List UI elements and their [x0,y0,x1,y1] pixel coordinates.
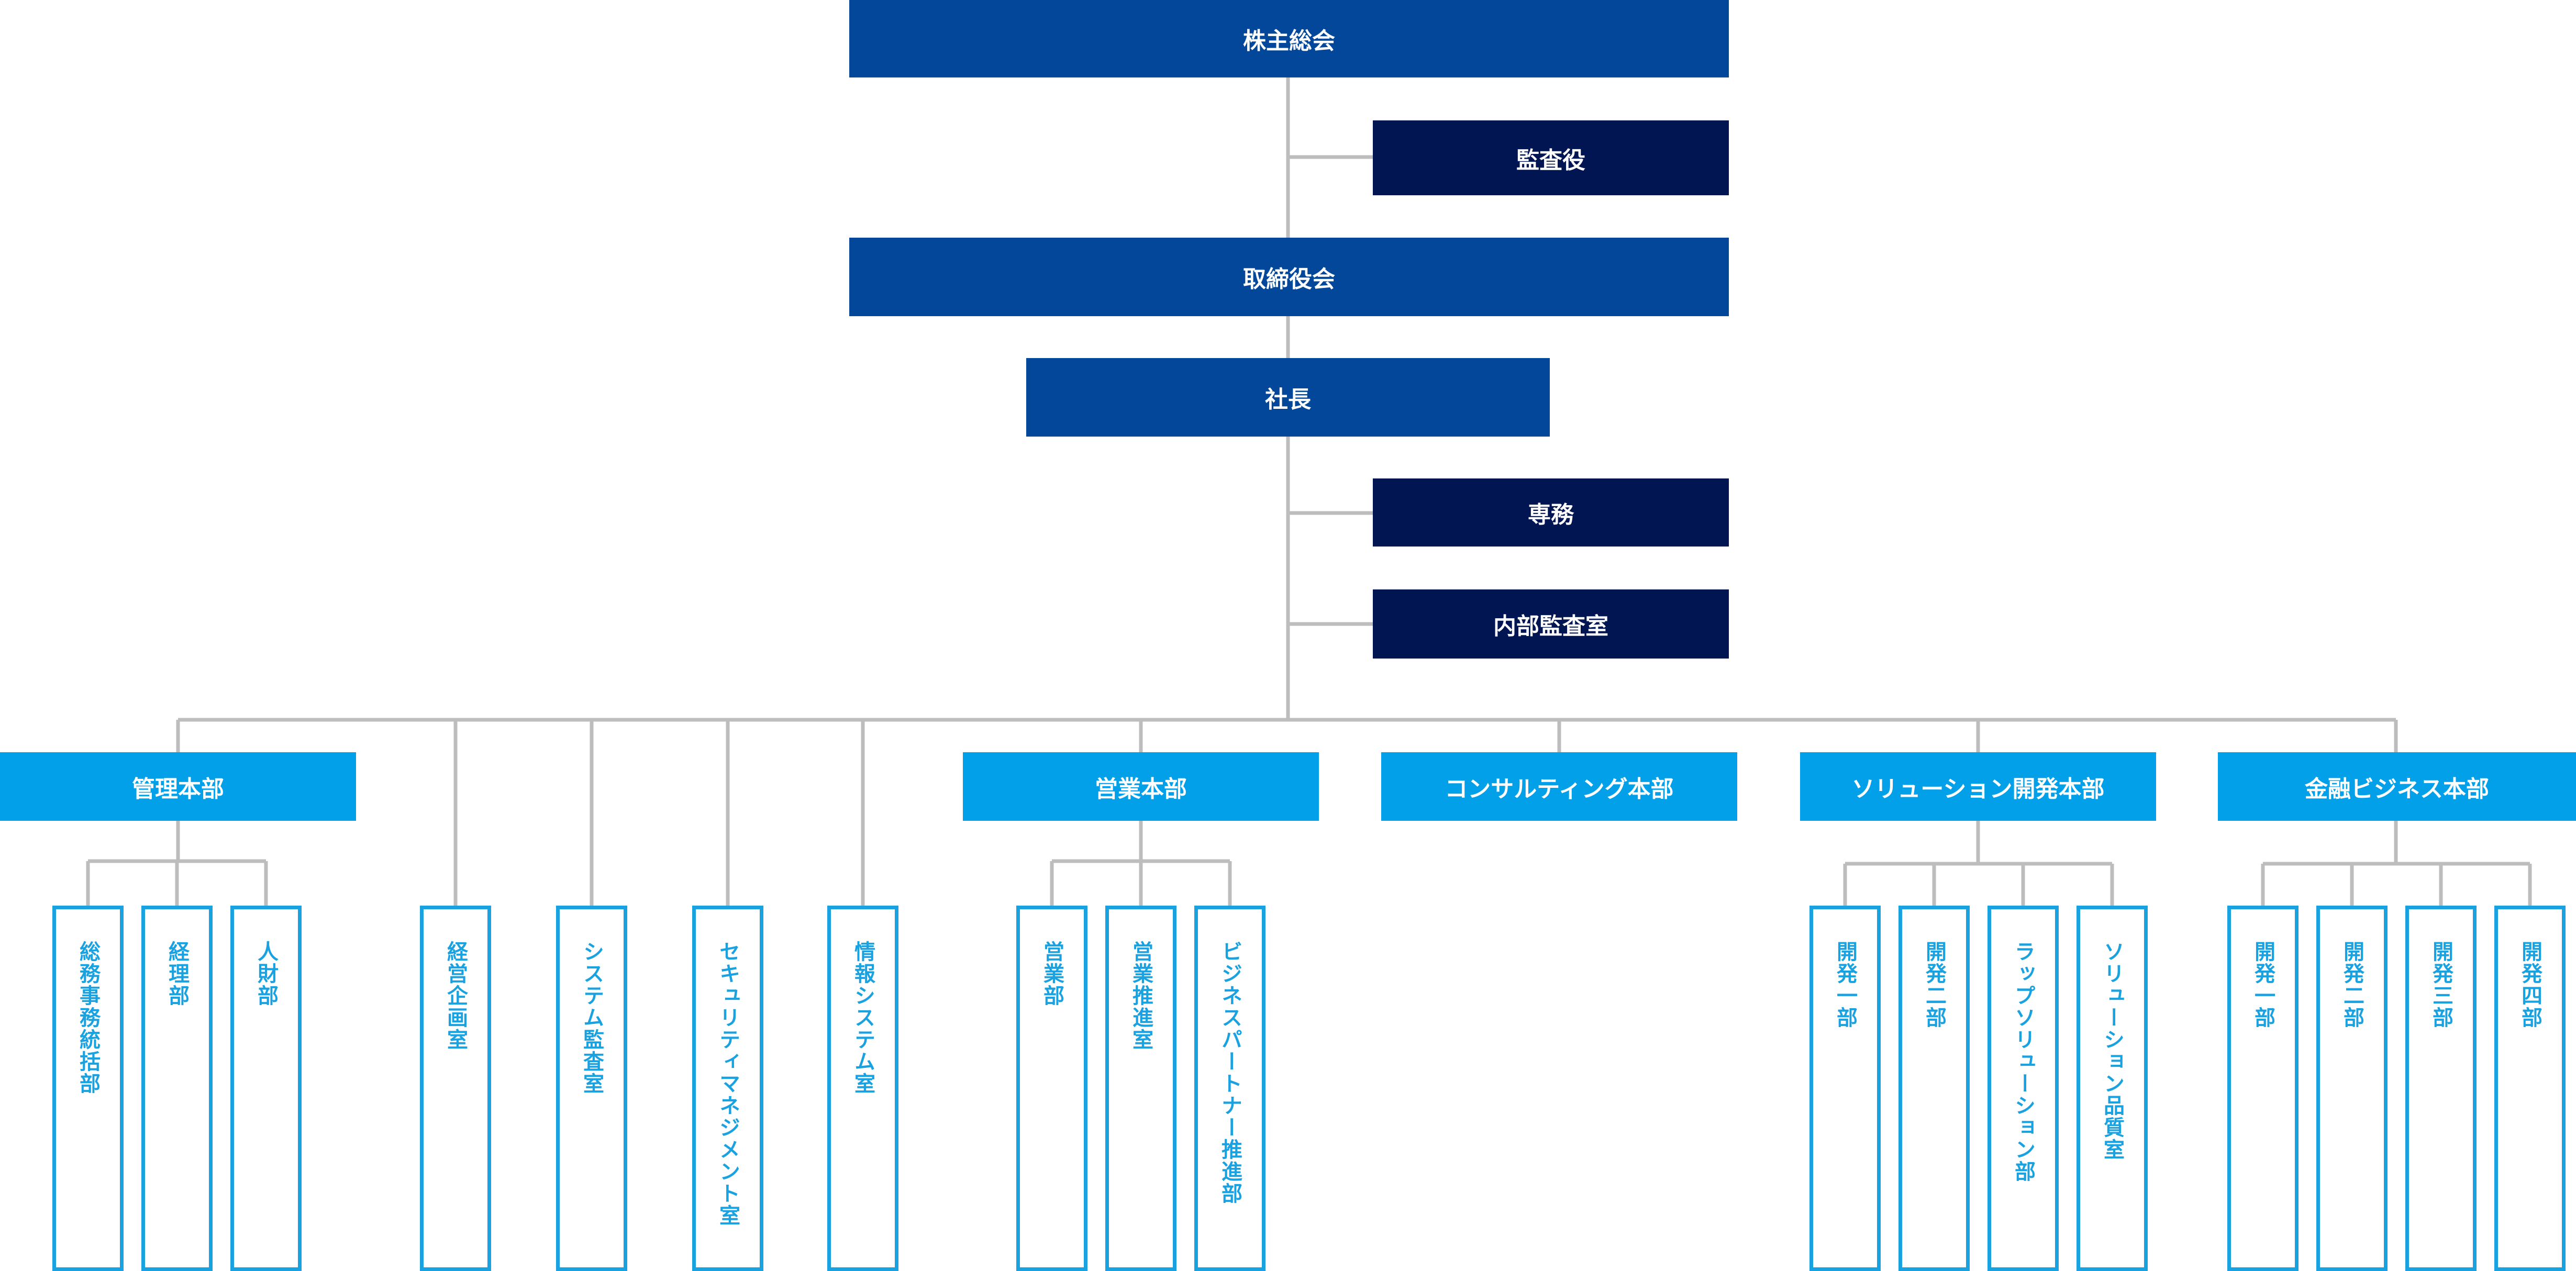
department-box: ビジネスパートナー推進部 [1194,906,1265,1271]
office-box: セキュリティマネジメント室 [692,906,763,1271]
admin-division-label: 管理本部 [132,775,224,802]
internal-audit-office-box: 内部監査室 [1373,589,1729,659]
consulting-division-box: コンサルティング本部 [1381,752,1737,821]
sales-division-box: 営業本部 [963,752,1319,821]
department-label: 開発一部 [2251,941,2275,1029]
department-label: ビジネスパートナー推進部 [1218,941,1242,1205]
department-label: 開発四部 [2518,941,2542,1029]
department-box: 開発二部 [2316,906,2388,1271]
managing-director-box: 専務 [1373,478,1729,547]
department-box: 営業推進室 [1105,906,1176,1271]
finance-division-label: 金融ビジネス本部 [2305,775,2489,802]
department-label: ラップソリューション部 [2011,941,2035,1183]
managing-director-label: 専務 [1528,501,1574,528]
department-box: 開発四部 [2494,906,2566,1271]
president-box: 社長 [1026,358,1550,437]
department-label: 経理部 [165,941,189,1007]
department-box: 開発一部 [2227,906,2299,1271]
auditor-box: 監査役 [1373,120,1729,195]
department-box: ラップソリューション部 [1987,906,2059,1271]
department-label: 開発二部 [2340,941,2364,1029]
department-box: 経理部 [141,906,213,1271]
admin-division-box: 管理本部 [0,752,356,821]
internal-audit-office-label: 内部監査室 [1493,613,1608,640]
president-label: 社長 [1265,386,1311,413]
department-label: 総務事務統括部 [76,941,100,1095]
shareholders-meeting-box: 株主総会 [849,0,1729,77]
board-of-directors-box: 取締役会 [849,238,1729,316]
department-box: 人財部 [230,906,302,1271]
department-box: 営業部 [1016,906,1087,1271]
office-box: 情報システム室 [827,906,898,1271]
office-label: 経営企画室 [443,941,468,1051]
department-label: 営業部 [1040,941,1064,1007]
office-box: 経営企画室 [420,906,491,1271]
department-label: 開発一部 [1833,941,1857,1029]
department-box: 総務事務統括部 [52,906,124,1271]
consulting-division-label: コンサルティング本部 [1445,775,1674,802]
office-label: セキュリティマネジメント室 [716,941,740,1227]
department-label: 人財部 [254,941,278,1007]
shareholders-meeting-label: 株主総会 [1243,28,1335,54]
office-box: システム監査室 [556,906,627,1271]
finance-division-box: 金融ビジネス本部 [2218,752,2576,821]
department-box: 開発二部 [1898,906,1970,1271]
auditor-label: 監査役 [1516,147,1585,174]
solution-division-label: ソリューション開発本部 [1851,775,2105,802]
office-label: 情報システム室 [851,941,875,1095]
department-box: 開発三部 [2405,906,2477,1271]
department-label: 開発三部 [2429,941,2453,1029]
department-box: ソリューション品質室 [2077,906,2148,1271]
office-label: システム監査室 [580,941,604,1095]
department-label: 営業推進室 [1129,941,1153,1051]
sales-division-label: 営業本部 [1095,775,1187,802]
department-label: 開発二部 [1922,941,1946,1029]
department-label: ソリューション品質室 [2100,941,2124,1161]
department-box: 開発一部 [1809,906,1881,1271]
board-of-directors-label: 取締役会 [1243,266,1335,293]
solution-division-box: ソリューション開発本部 [1800,752,2156,821]
